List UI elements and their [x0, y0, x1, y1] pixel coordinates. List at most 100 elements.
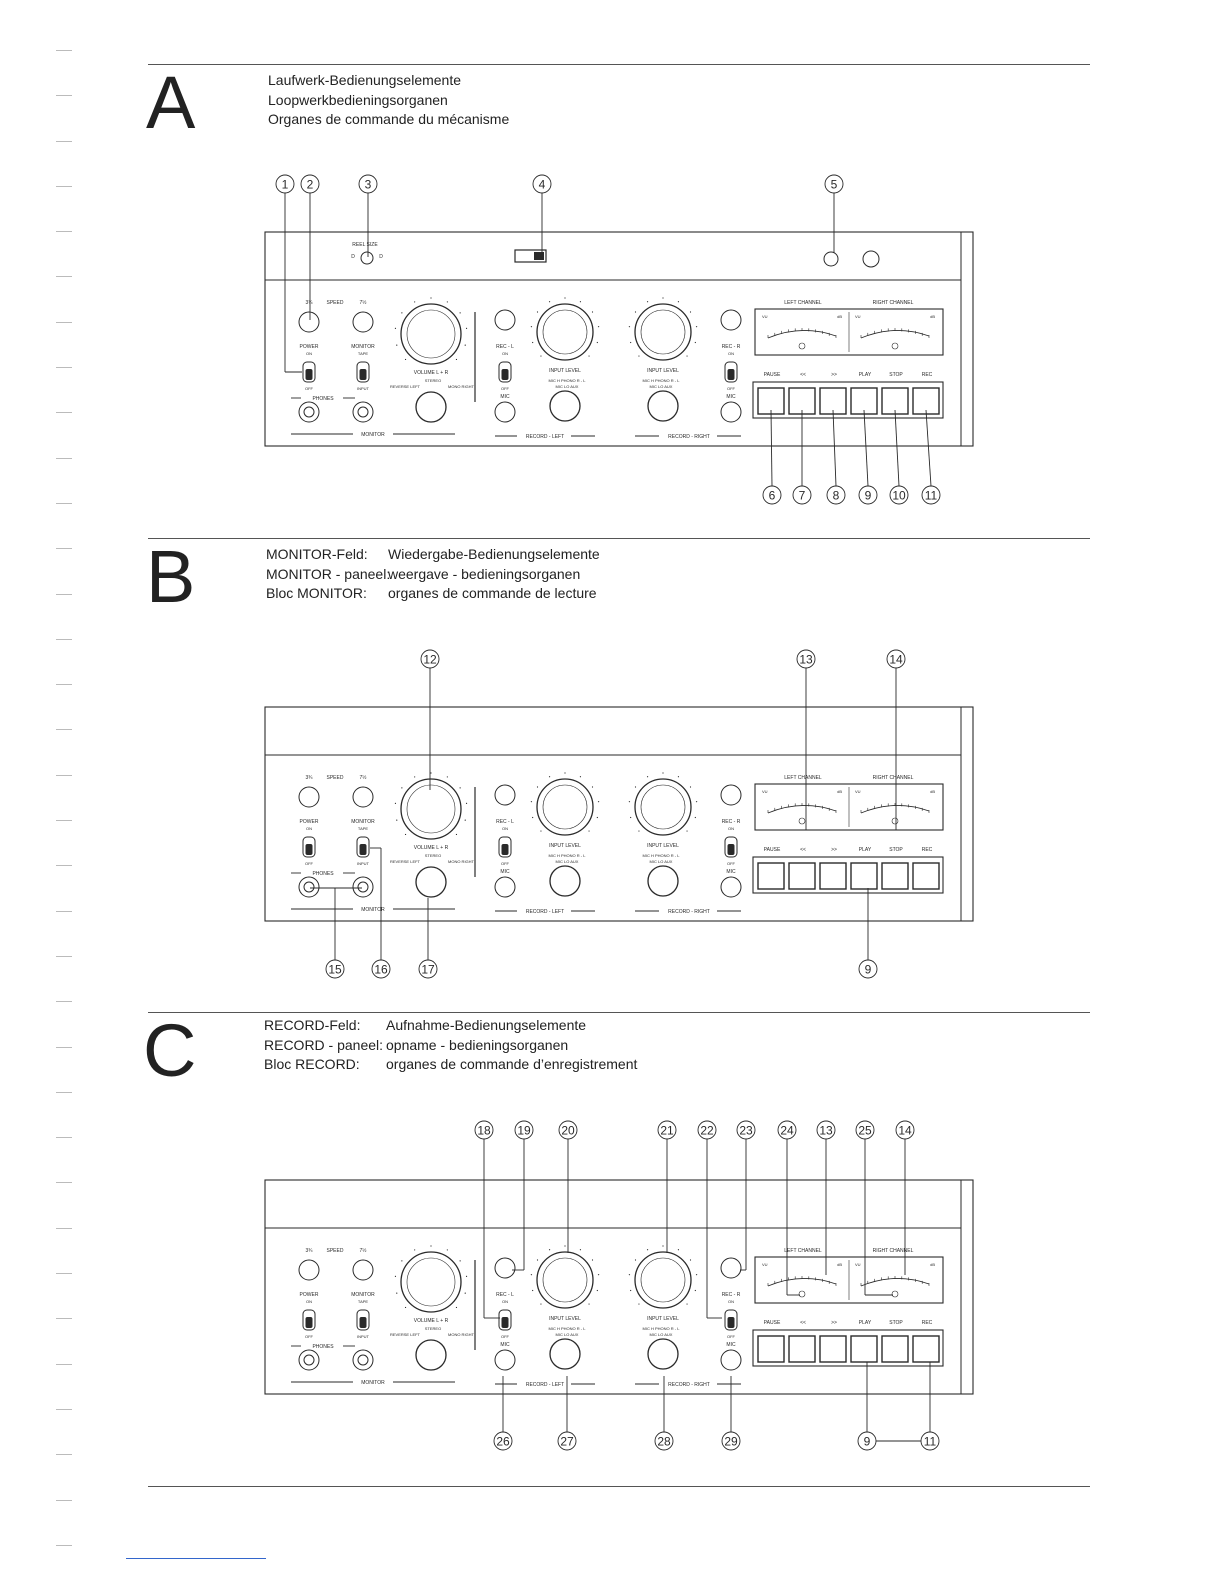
input-level-left-knob	[536, 303, 594, 361]
panel-label: MIC	[726, 1342, 736, 1348]
input-level-left-knob	[536, 778, 594, 836]
panel-label: INPUT LEVEL	[647, 1316, 679, 1322]
toggle-lever	[727, 844, 735, 855]
knob-tick	[597, 1274, 600, 1276]
db-label: dB	[837, 1262, 842, 1267]
callout-7: 7	[792, 485, 812, 505]
rec-l-button	[494, 309, 516, 331]
section-b-rule	[148, 538, 1090, 539]
knob-tick	[695, 801, 698, 803]
margin-ticks	[56, 50, 76, 1550]
panel-label: MIC LO AUX	[650, 384, 673, 389]
phones-jack-left	[298, 401, 320, 423]
bottom-rule	[148, 1486, 1090, 1487]
knob-tick	[404, 358, 407, 361]
counter-knob	[862, 250, 880, 268]
speed-high-button	[352, 311, 374, 333]
callout-8: 8	[826, 485, 846, 505]
transport-label-0: PAUSE	[764, 1320, 781, 1326]
mic-jack-r	[720, 1349, 742, 1371]
transport-key-3	[850, 862, 878, 890]
counter-reset-button	[823, 251, 839, 267]
callout-number: 11	[925, 489, 938, 503]
knob-tick	[564, 1245, 566, 1247]
panel-label: 3¾	[306, 1248, 314, 1254]
knob-tick	[628, 801, 631, 803]
panel-label: INPUT	[357, 861, 370, 866]
callout-number: 29	[724, 1435, 738, 1449]
toggle-switch	[724, 1309, 738, 1331]
leader-line	[770, 409, 773, 487]
vu-scale-arc	[860, 1278, 930, 1287]
panel-label: MONO RIGHT	[448, 859, 475, 864]
section-b-title-nl: weergave - bedieningsorganen	[388, 565, 581, 582]
knob-tick	[430, 772, 432, 774]
phones-jack-right	[352, 1349, 374, 1371]
transport-key-1	[788, 862, 816, 890]
panel-label: ON	[502, 1299, 508, 1304]
db-label: dB	[930, 789, 935, 794]
callout-24: 24	[777, 1120, 797, 1140]
callout-number: 12	[423, 653, 437, 667]
panel-label: PHONES	[312, 396, 334, 402]
vu-meter-pivot	[798, 1290, 806, 1298]
knob-tick	[464, 1292, 466, 1294]
vu-scale-arc	[767, 330, 837, 339]
panel-label: STEREO	[425, 853, 441, 858]
vu-meter-pivot	[798, 817, 806, 825]
db-label: dB	[837, 789, 842, 794]
knob-tick	[662, 772, 664, 774]
knob-tick	[628, 326, 631, 328]
panel-label: INPUT	[357, 1334, 370, 1339]
transport-label-4: STOP	[889, 847, 903, 853]
section-b-label-de: MONITOR-Feld:	[266, 546, 368, 562]
callout-29: 29	[721, 1431, 741, 1451]
knob-tick	[465, 1275, 468, 1277]
vu-label: VU	[762, 1262, 768, 1267]
section-b-label-nl: MONITOR - paneel:	[266, 565, 391, 582]
knob-tick	[591, 1259, 594, 1261]
deck-side-rail	[960, 231, 974, 447]
panel-label: STEREO	[425, 1326, 441, 1331]
knob-tick	[464, 344, 466, 346]
knob-tick	[579, 1249, 582, 1251]
phones-jack-left	[298, 876, 320, 898]
section-c-rule	[148, 1012, 1090, 1013]
vu-meter-left: VU dB	[762, 1262, 842, 1298]
callout-number: 4	[539, 178, 546, 192]
transport-label-5: REC	[922, 1320, 933, 1326]
panel-label: REC - R	[722, 819, 741, 825]
section-b-titles: MONITOR-Feld:Wiedergabe-Bedienungselemen…	[266, 545, 600, 604]
panel-label: OFF	[305, 386, 314, 391]
knob-tick	[394, 802, 397, 804]
knob-tick	[689, 1259, 692, 1261]
section-c-titles: RECORD-Feld:Aufnahme-Bedienungselemente …	[264, 1016, 637, 1075]
panel-label: MONITOR	[361, 1380, 385, 1386]
callout-number: 10	[892, 489, 906, 503]
speed-high-button	[352, 786, 374, 808]
phones-jack-left	[298, 1349, 320, 1371]
vu-meter-pivot	[891, 342, 899, 350]
mic-jack-r	[720, 401, 742, 423]
toggle-switch	[302, 361, 316, 383]
panel-label: ON	[728, 1299, 734, 1304]
volume-knob-inner	[406, 784, 456, 834]
transport-key-1	[788, 1335, 816, 1363]
vu-label: VU	[855, 314, 861, 319]
panel-label: MIC H PHONO R - L	[549, 1326, 587, 1331]
knob-tick	[646, 1249, 649, 1251]
section-c-letter: C	[143, 1009, 197, 1092]
knob-tick	[540, 1303, 542, 1305]
toggle-lever	[501, 844, 509, 855]
transport-label-3: PLAY	[859, 1320, 872, 1326]
knob-tick	[596, 816, 598, 819]
toggle-switch	[356, 836, 370, 858]
panel-label: INPUT LEVEL	[647, 368, 679, 374]
toggle-lever	[727, 1317, 735, 1328]
callout-27: 27	[557, 1431, 577, 1451]
phones-jack-right	[352, 401, 374, 423]
knob-tick	[455, 833, 458, 836]
transport-label-3: PLAY	[859, 847, 872, 853]
panel-label: 7½	[360, 774, 368, 781]
knob-tick	[394, 1275, 397, 1277]
